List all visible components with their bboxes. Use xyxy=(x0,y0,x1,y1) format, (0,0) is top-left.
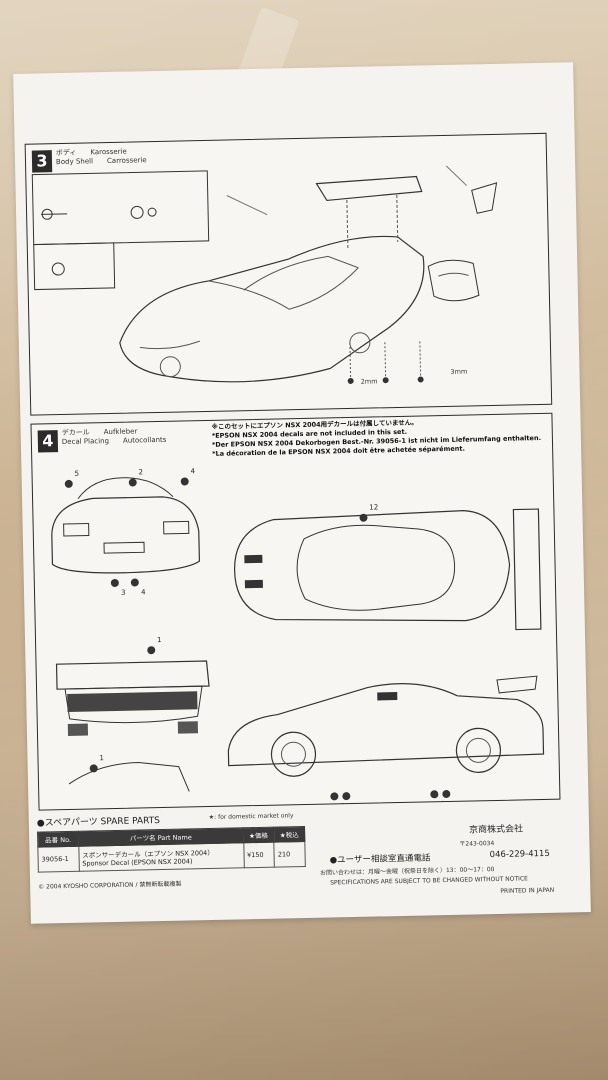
decal-callout-8: 7 xyxy=(340,802,345,809)
decal-callout-3: 3 xyxy=(121,589,126,597)
decal-callout-4: 4 xyxy=(141,588,146,596)
spare-note: ★: for domestic market only xyxy=(208,812,294,822)
spare-parts-title: ●スペアパーツ SPARE PARTS xyxy=(37,813,160,829)
spare-title-en: SPARE PARTS xyxy=(100,816,161,828)
instruction-sheet: 3 ボディ Karosserie Body Shell Carrosserie … xyxy=(13,62,591,924)
decal-callout-0: 5 xyxy=(74,470,79,478)
decal-callout-2: 4 xyxy=(190,467,195,475)
copyright: © 2004 KYOSHO CORPORATION / 禁無断転載複製 xyxy=(38,880,182,891)
spare-row-price: ¥150 xyxy=(243,842,275,868)
spare-row-no: 39056-1 xyxy=(37,846,80,873)
spare-header-price: ★価格 xyxy=(243,827,275,843)
phone-number: 046-229-4115 xyxy=(489,848,550,861)
step3-body-drawing xyxy=(31,165,498,384)
table-row: 39056-1 スポンサーデカール（エプソン NSX 2004） Sponsor… xyxy=(37,841,306,873)
spare-row-name: スポンサーデカール（エプソン NSX 2004） Sponsor Decal (… xyxy=(78,842,244,872)
decal-callout-6: 12 xyxy=(369,503,378,511)
spare-title-jp: ●スペアパーツ xyxy=(36,817,98,829)
spare-header-no: 品番 No. xyxy=(37,831,79,848)
step3-panel: 3 ボディ Karosserie Body Shell Carrosserie … xyxy=(24,132,553,416)
postal-code: 〒243-0034 xyxy=(459,840,495,848)
step4-panel: 4 デカール Aufkleber Decal Placing Autocolla… xyxy=(30,412,561,811)
decal-callout-5: 1 xyxy=(157,636,162,644)
spec-note: SPECIFICATIONS ARE SUBJECT TO BE CHANGED… xyxy=(330,875,528,887)
contact-line: ●ユーザー相談室直通電話 xyxy=(329,853,431,866)
decal-callout-7: 1 xyxy=(99,754,104,762)
step4-decal-drawing: 5 2 4 3 4 1 12 1 7 8 xyxy=(51,467,545,810)
spare-parts-table: 品番 No. パーツ名 Part Name ★価格 ★税込 39056-1 スポ… xyxy=(37,826,306,873)
printed-in: PRINTED IN JAPAN xyxy=(500,886,555,895)
decal-callout-1: 2 xyxy=(138,468,143,476)
spare-header-tax: ★税込 xyxy=(273,826,305,843)
decal-callout-9: 8 xyxy=(440,800,445,808)
maker-name: 京商株式会社 xyxy=(469,824,524,836)
contact-hours: お問い合わせは：月曜～金曜（祝祭日を除く）13：00～17：00 xyxy=(319,866,495,877)
spare-row-tax: 210 xyxy=(274,841,306,868)
